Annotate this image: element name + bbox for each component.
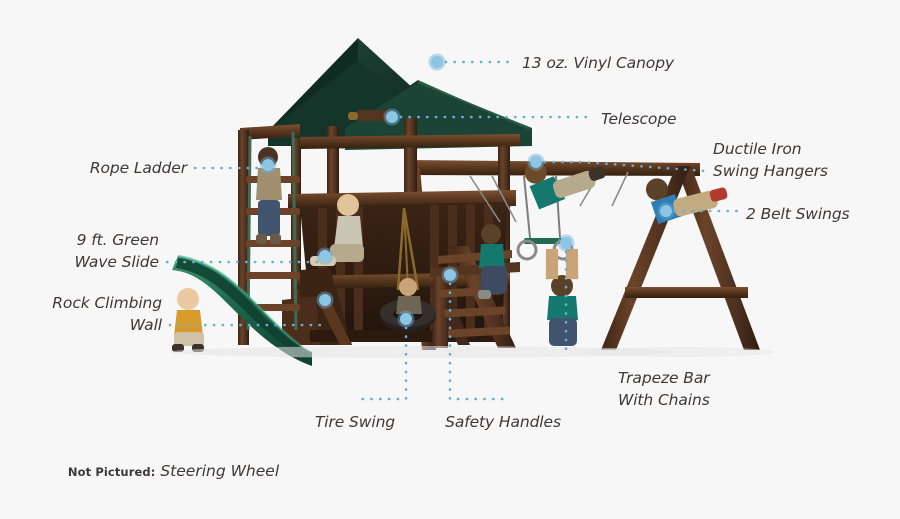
callout-dot-rock-wall[interactable] xyxy=(319,294,331,306)
callout-label-safety-handles: Safety Handles xyxy=(403,411,603,433)
callout-label-line: 9 ft. Green xyxy=(76,231,159,249)
not-pictured-note: Not Pictured: Steering Wheel xyxy=(52,447,279,495)
telescope-part xyxy=(348,110,392,121)
callout-label-line: 13 oz. Vinyl Canopy xyxy=(522,54,675,72)
callout-dot-belt-swings[interactable] xyxy=(660,205,672,217)
callout-label-telescope: Telescope xyxy=(601,108,677,130)
callout-dot-wave-slide[interactable] xyxy=(319,250,331,262)
callout-dot-safety-handles[interactable] xyxy=(444,269,456,281)
callout-label-line: 2 Belt Swings xyxy=(746,205,850,223)
callout-label-belt-swings: 2 Belt Swings xyxy=(746,203,850,225)
callout-label-rope-ladder: Rope Ladder xyxy=(0,157,187,179)
callout-label-line: Swing Hangers xyxy=(713,162,828,180)
callout-dot-trapeze-bar[interactable] xyxy=(560,237,572,249)
not-pictured-prefix: Not Pictured: xyxy=(67,465,156,479)
callout-label-vinyl-canopy: 13 oz. Vinyl Canopy xyxy=(522,52,674,74)
callout-dot-vinyl-canopy[interactable] xyxy=(431,56,443,68)
callout-label-line: Rock Climbing xyxy=(52,294,162,312)
callout-dot-swing-hangers[interactable] xyxy=(530,156,542,168)
not-pictured-value: Steering Wheel xyxy=(160,462,280,480)
callout-label-line: Wave Slide xyxy=(74,253,160,271)
callout-label-line: Tire Swing xyxy=(314,413,396,431)
callout-label-line: Trapeze Bar xyxy=(618,369,710,387)
wave-slide-part xyxy=(172,254,313,366)
callout-label-tire-swing: Tire Swing xyxy=(255,411,455,433)
callout-dot-tire-swing[interactable] xyxy=(400,313,412,325)
callout-label-line: Rope Ladder xyxy=(89,159,187,177)
callout-label-line: Safety Handles xyxy=(445,413,561,431)
callout-dot-telescope[interactable] xyxy=(386,111,398,123)
callout-dot-rope-ladder[interactable] xyxy=(262,159,274,171)
callout-label-line: With Chains xyxy=(618,391,710,409)
callout-label-line: Ductile Iron xyxy=(713,140,802,158)
callout-label-line: Wall xyxy=(129,316,162,334)
callout-label-line: Telescope xyxy=(601,110,677,128)
